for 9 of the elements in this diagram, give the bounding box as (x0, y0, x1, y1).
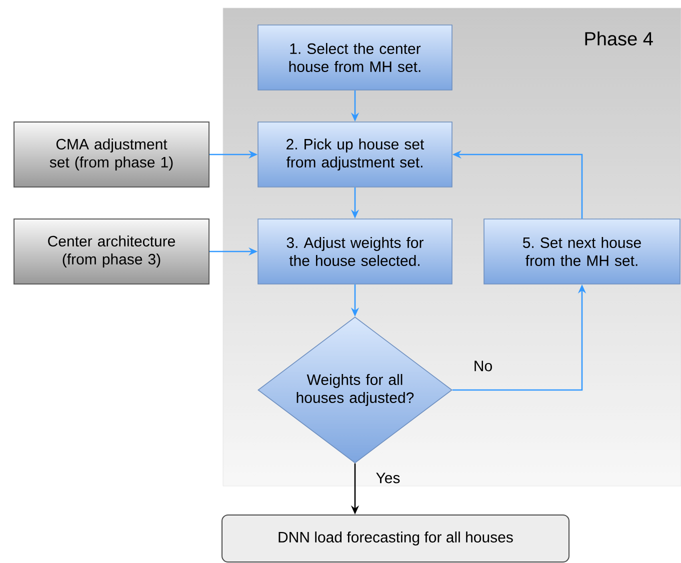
input-box: CMA adjustment set (from phase 1) (14, 122, 210, 188)
input-box: Center architecture (from phase 3) (14, 218, 210, 284)
output-box: DNN load forecasting for all houses (222, 514, 570, 562)
edge-label: Yes (376, 472, 400, 484)
edge-label: No (474, 360, 492, 372)
process-box: 1. Select the center house from MH set. (258, 24, 452, 90)
process-box: 3. Adjust weights for the house selected. (258, 218, 452, 284)
process-box: 5. Set next house from the MH set. (484, 218, 680, 284)
process-box: 2. Pick up house set from adjustment set. (258, 122, 452, 188)
